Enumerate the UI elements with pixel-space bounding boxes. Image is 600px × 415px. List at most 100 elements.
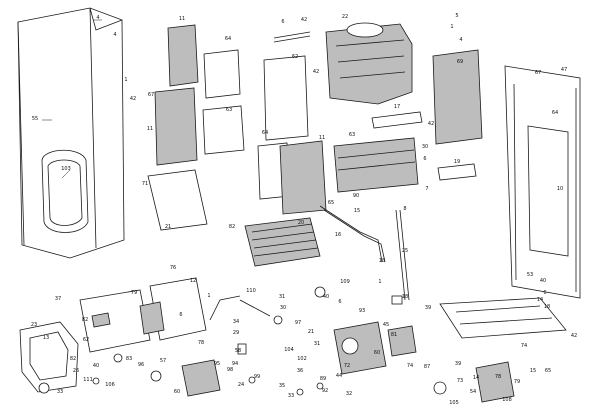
callout-97: 97 [295, 320, 301, 326]
callout-44: 44 [336, 373, 342, 379]
callout-15: 15 [530, 368, 536, 374]
callout-18: 18 [402, 294, 408, 300]
callout-6: 6 [543, 290, 546, 296]
callout-35: 35 [279, 383, 285, 389]
callout-64: 64 [225, 36, 231, 42]
callout-33: 33 [288, 393, 294, 399]
callout-23: 23 [31, 322, 37, 328]
callout-65: 65 [328, 200, 334, 206]
callout-25: 25 [402, 248, 408, 254]
callout-15: 15 [354, 208, 360, 214]
control-panel [19, 289, 151, 394]
callout-64: 64 [552, 110, 558, 116]
callout-18: 18 [379, 258, 385, 264]
callout-60: 60 [374, 350, 380, 356]
burner-assembly [333, 137, 419, 193]
callout-90: 90 [353, 193, 359, 199]
callout-89: 89 [320, 376, 326, 382]
callout-14: 14 [537, 297, 543, 303]
callout-57: 57 [160, 358, 166, 364]
fittings [92, 286, 403, 396]
callout-21: 21 [165, 224, 171, 230]
callout-94: 94 [232, 361, 238, 367]
callout-34: 34 [233, 319, 239, 325]
callout-37: 37 [55, 296, 61, 302]
callout-102: 102 [297, 356, 307, 362]
callout-1: 1 [378, 279, 381, 285]
callout-111: 111 [83, 377, 93, 383]
callout-72: 72 [344, 363, 350, 369]
callout-33: 33 [57, 389, 63, 395]
callout-18: 18 [544, 304, 550, 310]
callout-6: 6 [179, 312, 182, 318]
callout-78: 78 [198, 340, 204, 346]
callout-6: 6 [338, 299, 341, 305]
callout-1: 1 [124, 77, 127, 83]
callout-32: 32 [346, 391, 352, 397]
callout-40: 40 [323, 294, 329, 300]
callout-95: 95 [214, 361, 220, 367]
callout-64: 64 [262, 130, 268, 136]
callout-106: 106 [105, 382, 115, 388]
callout-8: 8 [403, 206, 406, 212]
callout-19: 19 [454, 159, 460, 165]
callout-42: 42 [313, 69, 319, 75]
callout-39: 39 [425, 305, 431, 311]
lower-bracket [439, 297, 567, 339]
callout-6: 6 [281, 19, 284, 25]
callout-79: 79 [514, 379, 520, 385]
callout-71: 71 [142, 181, 148, 187]
callout-42: 42 [130, 96, 136, 102]
callout-31: 31 [314, 341, 320, 347]
callout-110: 110 [246, 288, 256, 294]
callout-10: 10 [557, 186, 563, 192]
callout-60: 60 [174, 389, 180, 395]
callout-63: 63 [349, 132, 355, 138]
callout-4: 4 [459, 37, 462, 43]
callout-81: 81 [391, 332, 397, 338]
callout-16: 16 [335, 232, 341, 238]
callout-105: 105 [449, 400, 459, 406]
callout-63: 63 [226, 107, 232, 113]
callout-83: 83 [126, 356, 132, 362]
combustion-chamber [325, 22, 413, 105]
callout-74: 74 [407, 363, 413, 369]
callout-31: 31 [279, 294, 285, 300]
callout-11: 11 [179, 16, 185, 22]
callout-12: 12 [190, 278, 196, 284]
callout-62: 62 [292, 54, 298, 60]
callout-55: 55 [32, 116, 38, 122]
callout-93: 93 [359, 308, 365, 314]
callout-1: 1 [207, 293, 210, 299]
valve-cluster [181, 321, 515, 403]
callout-14: 14 [473, 375, 479, 381]
callout-30: 30 [422, 144, 428, 150]
callout-20: 20 [298, 220, 304, 226]
callout-40: 40 [93, 363, 99, 369]
callout-82: 82 [82, 317, 88, 323]
callout-6: 6 [423, 156, 426, 162]
callout-67: 67 [535, 70, 541, 76]
callout-22: 22 [342, 14, 348, 20]
callout-67: 67 [148, 92, 154, 98]
callout-78: 78 [495, 374, 501, 380]
callout-82: 82 [70, 356, 76, 362]
insulation-panels [147, 24, 327, 231]
callout-7: 7 [425, 186, 428, 192]
callout-29: 29 [233, 330, 239, 336]
callout-21: 21 [308, 329, 314, 335]
callout-39: 39 [455, 361, 461, 367]
callout-53: 53 [527, 272, 533, 278]
callout-87: 87 [424, 364, 430, 370]
heat-exchanger [244, 217, 321, 267]
back-frame [504, 65, 581, 299]
callout-58: 58 [235, 348, 241, 354]
callout-76: 76 [170, 265, 176, 271]
callout-98: 98 [227, 367, 233, 373]
callout-42: 42 [301, 17, 307, 23]
callout-17: 17 [394, 104, 400, 110]
callout-11: 11 [147, 126, 153, 132]
callout-26: 26 [73, 368, 79, 374]
